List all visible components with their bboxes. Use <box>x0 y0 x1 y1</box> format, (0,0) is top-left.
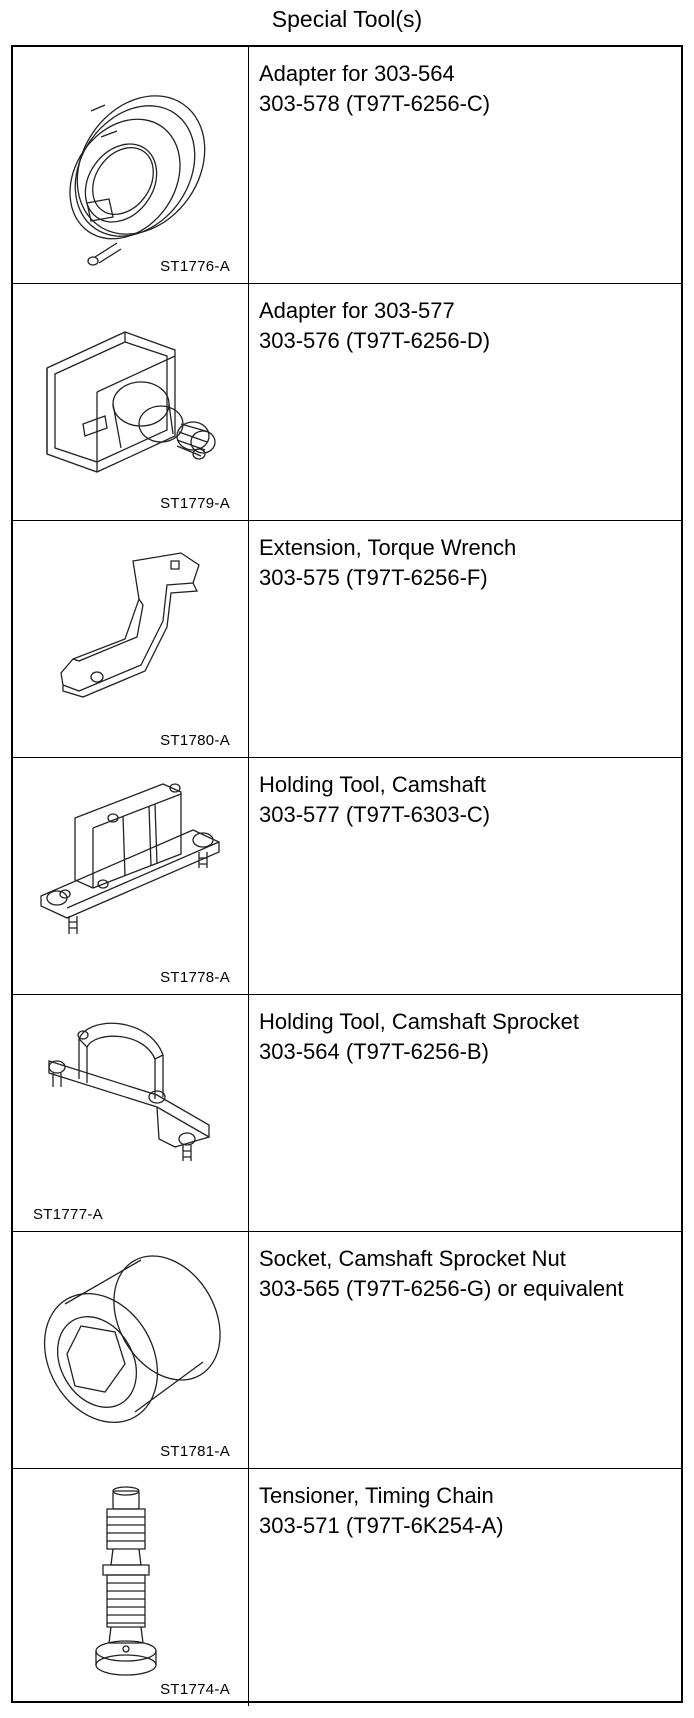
illustration-code: ST1780-A <box>160 732 230 749</box>
tool-name: Socket, Camshaft Sprocket Nut <box>259 1246 566 1271</box>
tool-name: Holding Tool, Camshaft <box>259 772 487 797</box>
tool-description: Socket, Camshaft Sprocket Nut 303-565 (T… <box>259 1244 623 1304</box>
tool-image-cell: ST1781-A <box>13 1232 249 1468</box>
tool-row: ST1777-A Holding Tool, Camshaft Sprocket… <box>13 995 681 1232</box>
tool-description: Holding Tool, Camshaft Sprocket 303-564 … <box>259 1007 579 1067</box>
torque-extension-icon <box>13 521 249 757</box>
tool-row: ST1781-A Socket, Camshaft Sprocket Nut 3… <box>13 1232 681 1469</box>
special-tools-table: ST1776-A Adapter for 303-564 303-578 (T9… <box>11 45 683 1706</box>
adapter-ring-icon <box>13 47 249 283</box>
tool-name: Tensioner, Timing Chain <box>259 1483 494 1508</box>
sprocket-holder-icon <box>13 995 249 1231</box>
adapter-block-icon <box>13 284 249 520</box>
illustration-code: ST1776-A <box>160 258 230 275</box>
tool-row: ST1776-A Adapter for 303-564 303-578 (T9… <box>13 47 681 284</box>
tool-number: 303-578 (T97T-6256-C) <box>259 91 491 116</box>
tool-image-cell: ST1779-A <box>13 284 249 520</box>
tool-number: 303-575 (T97T-6256-F) <box>259 565 488 590</box>
tool-description: Adapter for 303-577 303-576 (T97T-6256-D… <box>259 296 490 356</box>
illustration-code: ST1777-A <box>33 1206 103 1223</box>
socket-icon <box>13 1232 249 1468</box>
illustration-code: ST1778-A <box>160 969 230 986</box>
tool-number: 303-576 (T97T-6256-D) <box>259 328 491 353</box>
page-title: Special Tool(s) <box>271 6 423 32</box>
tool-number: 303-577 (T97T-6303-C) <box>259 802 491 827</box>
tool-name: Holding Tool, Camshaft Sprocket <box>259 1009 579 1034</box>
tool-row: ST1774-A Tensioner, Timing Chain 303-571… <box>13 1469 681 1706</box>
illustration-code: ST1774-A <box>160 1681 230 1698</box>
tool-image-cell: ST1776-A <box>13 47 249 283</box>
tool-description: Tensioner, Timing Chain 303-571 (T97T-6K… <box>259 1481 504 1541</box>
tool-number: 303-564 (T97T-6256-B) <box>259 1039 489 1064</box>
tool-image-cell: ST1777-A <box>13 995 249 1231</box>
illustration-code: ST1781-A <box>160 1443 230 1460</box>
tool-row: ST1780-A Extension, Torque Wrench 303-57… <box>13 521 681 758</box>
tool-row: ST1779-A Adapter for 303-577 303-576 (T9… <box>13 284 681 521</box>
tool-description: Extension, Torque Wrench 303-575 (T97T-6… <box>259 533 516 593</box>
tool-image-cell: ST1774-A <box>13 1469 249 1706</box>
tool-number: 303-565 (T97T-6256-G) or equivalent <box>259 1276 624 1301</box>
tool-description: Holding Tool, Camshaft 303-577 (T97T-630… <box>259 770 490 830</box>
tensioner-icon <box>13 1469 249 1705</box>
tool-number: 303-571 (T97T-6K254-A) <box>259 1513 504 1538</box>
tool-image-cell: ST1780-A <box>13 521 249 757</box>
tool-image-cell: ST1778-A <box>13 758 249 994</box>
tool-name: Adapter for 303-564 <box>259 61 455 86</box>
tool-row: ST1778-A Holding Tool, Camshaft 303-577 … <box>13 758 681 995</box>
tool-name: Extension, Torque Wrench <box>259 535 517 560</box>
tool-description: Adapter for 303-564 303-578 (T97T-6256-C… <box>259 59 490 119</box>
tool-name: Adapter for 303-577 <box>259 298 455 323</box>
camshaft-holder-icon <box>13 758 249 994</box>
illustration-code: ST1779-A <box>160 495 230 512</box>
